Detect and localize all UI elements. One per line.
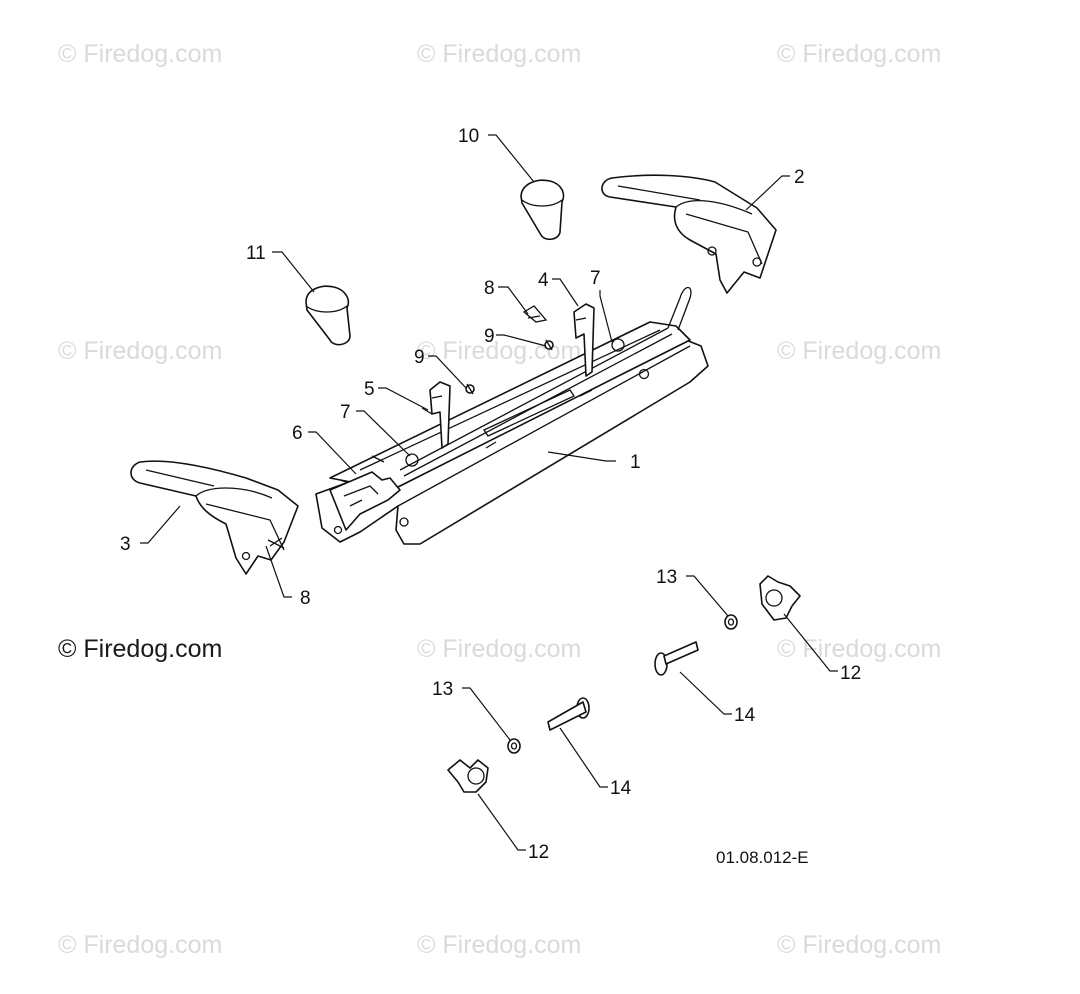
bracket-part-6: [329, 455, 401, 531]
callout-4: 4: [538, 270, 549, 291]
bracket-part-5: [421, 381, 451, 449]
callout-13: 13: [432, 679, 453, 700]
callout-8: 8: [484, 278, 495, 299]
nut-part-13: [507, 614, 738, 754]
watermark: © Firedog.com: [417, 40, 582, 68]
figure-code: 01.08.012-E: [716, 848, 809, 867]
watermark: © Firedog.com: [777, 931, 942, 959]
callout-7: 7: [590, 268, 601, 289]
callout-14: 14: [734, 705, 756, 726]
watermark: © Firedog.com: [417, 931, 582, 959]
callout-2: 2: [794, 167, 805, 188]
callout-12: 12: [840, 663, 861, 684]
star-knob-part-12: [447, 575, 801, 793]
watermark: © Firedog.com: [417, 635, 582, 663]
watermark: © Firedog.com: [58, 931, 223, 959]
knob-part-10: [520, 179, 565, 241]
watermark: © Firedog.com: [777, 40, 942, 68]
callout-9: 9: [484, 326, 495, 347]
screw-part-9: [465, 339, 554, 395]
watermark: © Firedog.com: [417, 337, 582, 365]
frame-part-1: [315, 321, 709, 545]
watermark: © Firedog.com: [58, 40, 223, 68]
watermark: © Firedog.com: [777, 337, 942, 365]
watermark: © Firedog.com: [58, 337, 223, 365]
lever-part-2: [601, 174, 777, 294]
callout-14: 14: [610, 778, 632, 799]
callout-10: 10: [458, 126, 479, 147]
callout-labels: 10 11 2 3 1 8 8 9 9 4 7 5 7 6 13 13 12 1…: [120, 126, 861, 867]
callout-6: 6: [292, 423, 303, 444]
lever-part-3: [130, 460, 299, 575]
callout-7: 7: [340, 402, 351, 423]
knob-part-11: [305, 285, 351, 346]
bolt-part-14: [547, 641, 699, 731]
callout-8: 8: [300, 588, 311, 609]
callout-3: 3: [120, 534, 131, 555]
callout-12: 12: [528, 842, 549, 863]
callout-9: 9: [414, 347, 425, 368]
copyright-notice: © Firedog.com: [58, 635, 223, 663]
callout-11: 11: [246, 243, 266, 264]
callout-1: 1: [630, 452, 641, 473]
bracket-part-4: [573, 303, 595, 377]
leader-lines: [140, 134, 838, 851]
callout-13: 13: [656, 567, 677, 588]
clip-part-8: [522, 305, 548, 323]
callout-5: 5: [364, 379, 375, 400]
